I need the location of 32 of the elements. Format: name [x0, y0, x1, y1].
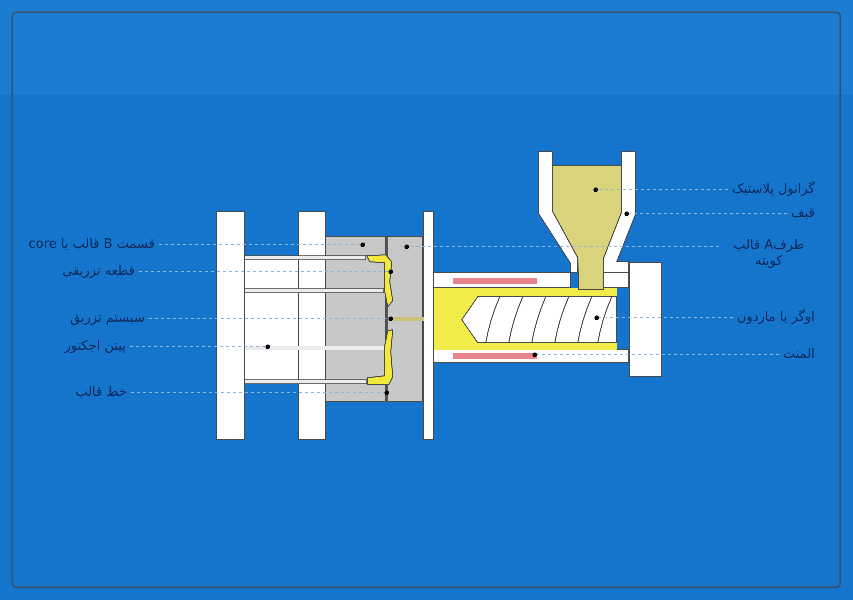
platen: [424, 212, 434, 440]
leader-line: [532, 352, 780, 358]
leader-line: [594, 316, 734, 320]
ejector-pin: [245, 346, 385, 350]
leader-line: [130, 390, 390, 396]
leader-line: [594, 188, 729, 192]
molded-part: [366, 254, 394, 386]
part-label: قیف: [791, 206, 815, 222]
part-label: سیستم تزریق: [70, 311, 145, 327]
leader-line: [148, 316, 394, 322]
part-label: قطعه تزریقی: [62, 264, 135, 280]
platen: [216, 212, 246, 440]
leader-line: [130, 344, 270, 350]
screw: [461, 296, 618, 344]
leader-line: [624, 212, 788, 216]
leader-line: [158, 242, 366, 248]
leader-line: [138, 270, 394, 274]
part-label: پیتن اجکتور: [64, 339, 126, 355]
ejector-rod: [244, 288, 384, 294]
leader-line: [404, 244, 720, 250]
plastic-granules: [552, 166, 622, 290]
drive-housing: [630, 262, 662, 378]
part-label: خط قالب: [76, 385, 127, 401]
hopper: [538, 152, 636, 274]
ejector-rod: [244, 380, 368, 384]
part-label: قسمت B قالب یا core: [28, 237, 155, 253]
part-label: گرانول پلاستیک: [732, 182, 815, 198]
part-label: طرفA قالب کویته: [723, 238, 815, 270]
heater-element: [453, 353, 537, 359]
ejector-rod: [244, 256, 366, 260]
part-label: اوگر یا ماردون: [737, 310, 815, 326]
part-label: المنت: [783, 347, 815, 363]
